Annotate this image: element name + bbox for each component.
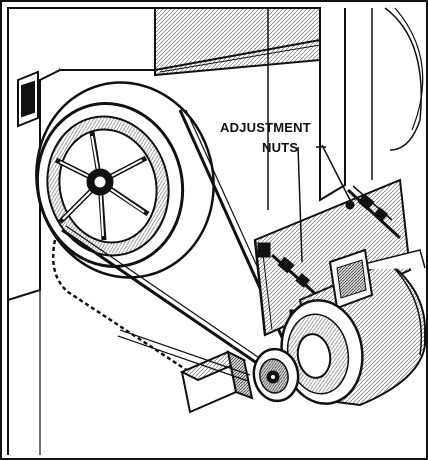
callout-label-line1: ADJUSTMENT <box>220 120 311 135</box>
motor-mount-plate <box>253 178 412 337</box>
adjustment-bolts <box>270 185 402 300</box>
base-bracket <box>117 329 254 414</box>
blower-pulley <box>35 81 215 279</box>
blower-housing <box>7 7 424 455</box>
motor <box>280 248 426 407</box>
motor-pulley <box>252 347 300 403</box>
callout-label-line2: NUTS <box>262 140 298 155</box>
callout-leaders <box>297 144 351 263</box>
